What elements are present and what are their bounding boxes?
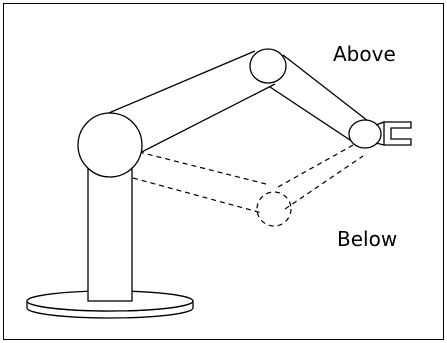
below-label: Below xyxy=(337,227,398,251)
above-label: Above xyxy=(333,42,396,66)
above-configuration-arm xyxy=(77,48,412,178)
diagram-frame xyxy=(3,3,444,340)
wrist-joint xyxy=(348,119,382,149)
elbow-joint xyxy=(249,48,287,84)
gripper xyxy=(375,121,412,146)
below-configuration-arm xyxy=(132,143,364,227)
shoulder-joint xyxy=(77,112,143,178)
